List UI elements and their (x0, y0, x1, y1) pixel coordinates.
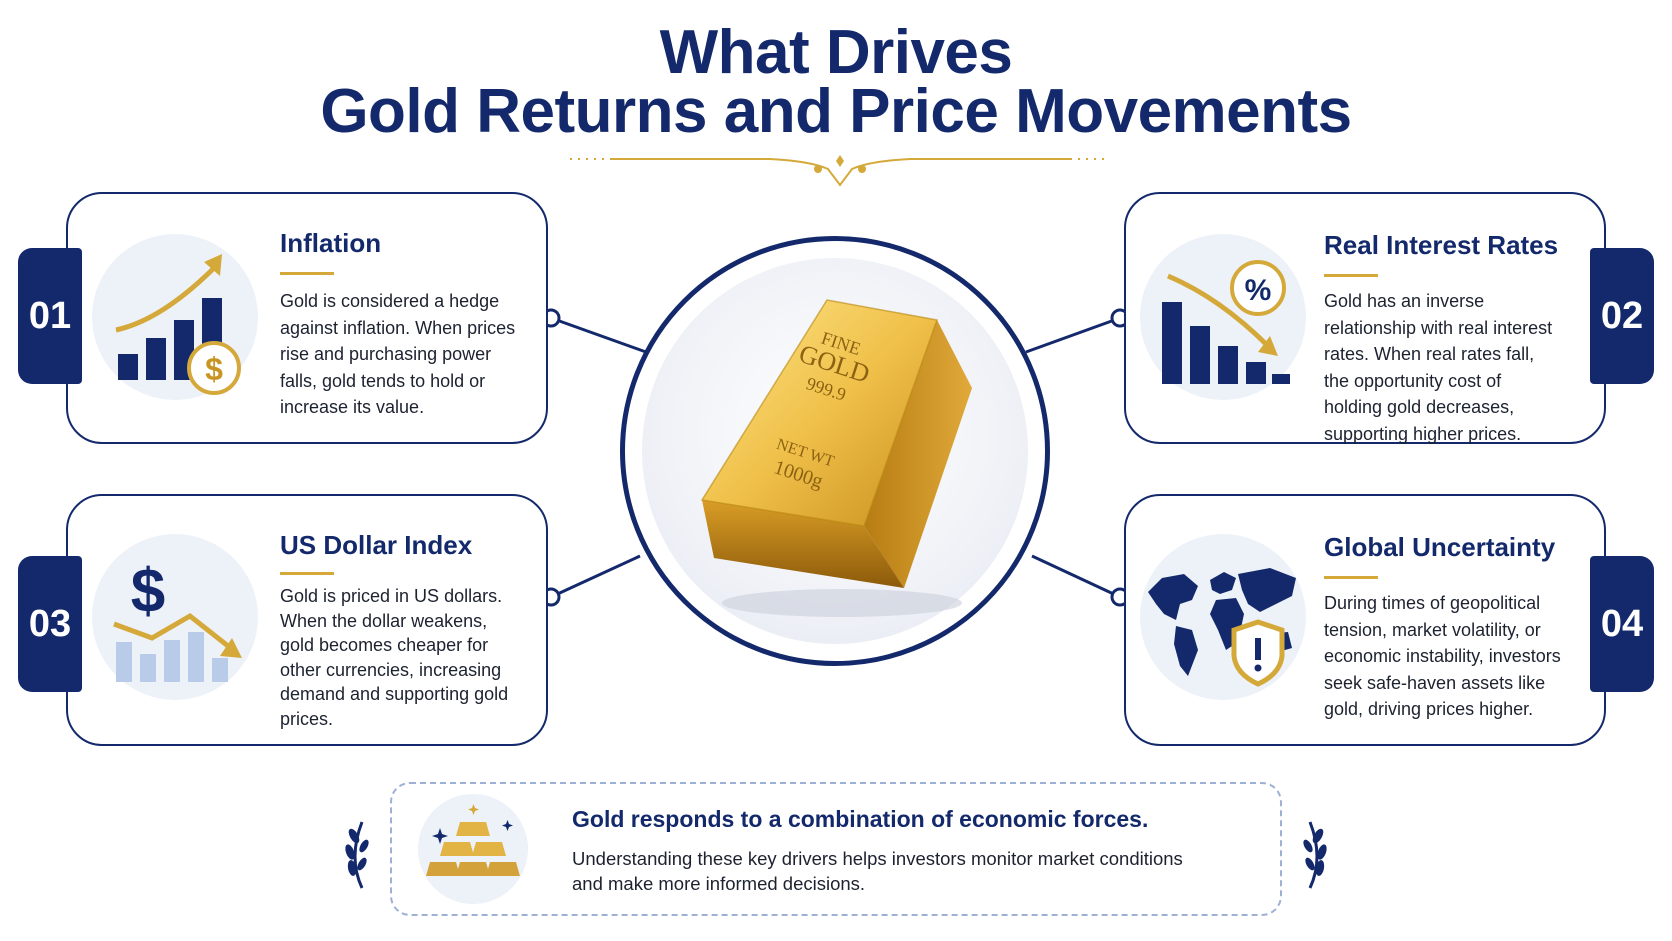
driver-number-04: 04 (1590, 556, 1654, 692)
title-rule (280, 572, 334, 575)
gold-bars-stack-icon (418, 794, 528, 904)
driver-body-global-uncertainty: During times of geopolitical tension, ma… (1324, 593, 1561, 719)
driver-number-01: 01 (18, 248, 82, 384)
page-title-line-2: Gold Returns and Price Movements (320, 77, 1352, 146)
page-title-line-1: What Drives (659, 18, 1013, 87)
svg-text:$: $ (131, 557, 165, 626)
dollar-decline-chart-icon: $ (92, 534, 258, 700)
driver-number-02: 02 (1590, 248, 1654, 384)
laurel-left-icon (345, 821, 369, 889)
driver-number-03: 03 (18, 556, 82, 692)
title-rule (280, 272, 334, 275)
title-rule (1324, 274, 1378, 277)
svg-text:$: $ (205, 351, 223, 387)
gold-bar-image: FINE GOLD 999.9 NET WT 1000g (700, 299, 972, 617)
title-ornament (570, 155, 1110, 187)
summary-box (390, 782, 1282, 916)
summary-title: Gold responds to a combination of econom… (572, 806, 1149, 832)
summary-body: Understanding these key drivers helps in… (572, 848, 1183, 894)
driver-title-real-interest-rates: Real Interest Rates (1324, 230, 1559, 260)
driver-title-inflation: Inflation (280, 228, 382, 258)
title-rule (1324, 576, 1378, 579)
rising-chart-dollar-icon: $ (92, 234, 258, 400)
driver-title-global-uncertainty: Global Uncertainty (1324, 532, 1556, 562)
world-map-shield-icon (1140, 534, 1306, 700)
svg-text:%: % (1245, 274, 1272, 307)
driver-body-us-dollar-index: Gold is priced in US dollars. When the d… (280, 586, 509, 729)
falling-chart-percent-icon: % (1140, 234, 1306, 400)
driver-title-us-dollar-index: US Dollar Index (280, 530, 473, 560)
laurel-right-icon (1303, 821, 1327, 889)
driver-body-inflation: Gold is considered a hedge against infla… (280, 291, 516, 417)
driver-body-real-interest-rates: Gold has an inverse relationship with re… (1324, 291, 1553, 444)
